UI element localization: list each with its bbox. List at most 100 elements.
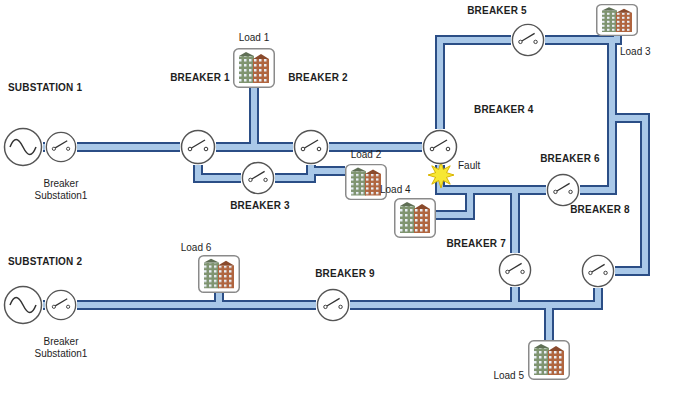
symbol-part [602,10,617,32]
symbol-part [424,131,457,164]
breaker-node: BREAKER 5 [467,5,545,57]
symbol-part [351,171,366,195]
pipe-connector [216,88,254,147]
breaker-shape [241,161,275,195]
symbol-part [522,33,535,41]
symbol-part [188,147,192,151]
pipe-fill [77,293,219,305]
breaker-symbol [581,254,615,288]
symbol-part [589,271,592,274]
pipe-connector [350,287,515,305]
breaker-node: Breaker Substation1 [30,131,92,202]
pipe-connector [549,288,598,340]
symbol-part [339,305,342,308]
pipe-connector [515,287,549,340]
breaker-label: BREAKER 7 [446,238,506,250]
breaker-shape [45,289,77,321]
breaker-node: BREAKER 2 [288,72,348,165]
pipe-fill [440,165,515,253]
breaker-shape [581,254,615,288]
pipe-fill [440,165,546,190]
breaker-shape [422,129,458,165]
load-node: Load 4 [380,184,436,238]
symbol-part [521,270,524,273]
breaker-label: BREAKER 6 [540,153,600,165]
symbol-part [242,162,273,193]
symbol-part [446,147,450,151]
symbol-part [67,147,70,150]
symbol-part [400,206,415,233]
symbol-part [234,49,275,88]
symbol-part [547,174,578,205]
breaker-symbol [45,131,77,163]
load-label: Load 1 [239,32,270,44]
symbol-part [414,204,430,209]
symbol-part [557,183,570,191]
breaker-label: Breaker Substation1 [30,336,92,360]
pipe-outlines [43,36,645,340]
breaker-label: BREAKER 8 [570,204,630,216]
breaker-symbol [316,288,350,322]
breaker-shape [45,131,77,163]
symbol-part [5,287,42,324]
symbol-part [616,13,632,32]
breaker-shape [316,288,350,322]
symbol-part [582,255,613,286]
symbol-part [602,7,617,10]
substation-shape [3,285,43,325]
breaker-symbol [45,289,77,321]
symbol-part [430,147,434,151]
symbol-part [534,348,549,375]
breaker-symbol [511,23,545,57]
building-icon [394,198,436,238]
building-icon [528,340,570,380]
pipe-fill [515,287,549,340]
building-icon [233,48,275,88]
symbol-part [351,171,366,195]
load-shape [394,198,436,238]
symbol-part [554,190,557,193]
breaker-symbol [422,129,458,165]
symbol-part [67,305,70,308]
generator-symbol [3,285,43,325]
load-label: Load 4 [380,184,411,196]
symbol-part [10,140,36,155]
symbol-part [512,24,543,55]
symbol-part [499,254,530,285]
building-icon [596,4,638,36]
symbol-part [10,298,36,313]
pipe-fill [350,287,515,305]
symbol-part [317,289,348,320]
symbol-part [239,56,254,83]
symbol-part [534,344,549,348]
breaker-symbol [498,253,532,287]
generator-symbol [3,127,43,167]
pipe-connector [77,142,180,152]
symbol-part [548,351,564,375]
symbol-part [548,351,564,375]
symbol-part [602,10,617,32]
symbol-part [301,147,305,151]
symbol-part [204,259,219,263]
substation-shape [3,127,43,167]
pipe-fill [545,40,612,190]
symbol-part [199,256,240,293]
symbol-part [351,168,366,172]
load-node: Load 5 [493,340,570,382]
load-shape [596,4,638,36]
breaker-label: BREAKER 3 [230,200,290,212]
symbol-part [218,261,234,266]
pipe-fill [77,144,180,150]
symbol-part [434,140,448,148]
breaker-shape [293,129,329,165]
symbol-part [400,206,415,233]
breaker-node: BREAKER 9 [315,268,375,322]
symbol-part [327,298,340,306]
breaker-symbol [241,161,275,195]
symbol-part [253,54,269,59]
symbol-part [204,147,208,151]
symbol-part [400,202,415,206]
breaker-node: BREAKER 8 [570,204,630,288]
breaker-node: BREAKER 6 [540,153,600,207]
fault-label: Fault [458,160,480,172]
